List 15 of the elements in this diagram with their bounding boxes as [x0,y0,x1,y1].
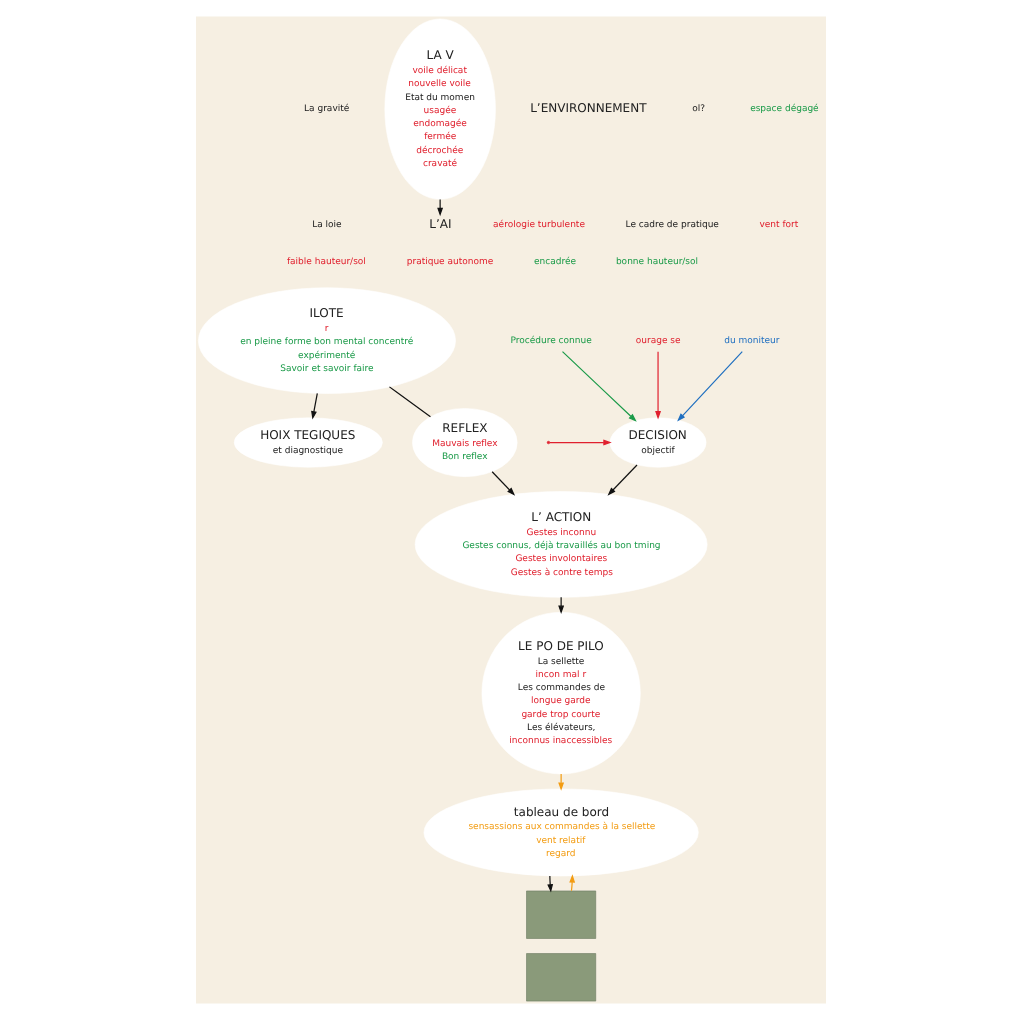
arrow [676,351,742,422]
arrow [490,471,515,496]
node-box [525,953,596,1002]
arrow [654,351,660,420]
arrow [546,875,553,893]
arrow [310,392,317,420]
connector [387,386,431,418]
arrow [568,874,575,892]
arrow [436,198,443,217]
arrow [557,773,564,791]
arrow [606,464,637,496]
arrow [557,596,564,615]
arrow [560,351,636,422]
arrow [548,439,611,446]
node-box [525,890,596,939]
